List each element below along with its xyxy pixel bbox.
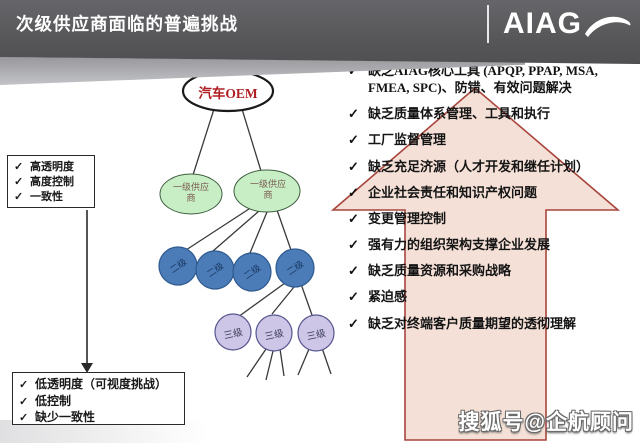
box-item-label: 高透明度 xyxy=(30,161,74,173)
box-row: ✓ 低控制 xyxy=(19,394,180,411)
connector-lines xyxy=(185,108,332,381)
challenge-item: ✓ 强有力的组织架构支撑企业发展 xyxy=(348,236,640,253)
box-row: ✓ 一致性 xyxy=(14,190,90,205)
challenge-text: 变更管理控制 xyxy=(368,210,447,226)
challenges-list: ✓ 缺乏AIAG核心工具 (APQP, PPAP, MSA, FMEA, SPC… xyxy=(348,62,640,341)
challenge-item: ✓ 变更管理控制 xyxy=(348,210,640,227)
node-tier3-circle-1 xyxy=(214,313,252,351)
low-visibility-box: ✓ 低透明度（可视度挑战） ✓ 低控制 ✓ 缺少一致性 xyxy=(12,372,185,425)
check-icon: ✓ xyxy=(348,184,359,200)
challenge-text: 缺乏质量体系管理、工具和执行 xyxy=(368,106,551,122)
check-icon: ✓ xyxy=(348,289,359,305)
box-row: ✓ 低透明度（可视度挑战） xyxy=(19,377,180,394)
node-tier1-left-label: 一级供应商 xyxy=(172,182,209,204)
challenge-text: 工厂监督管理 xyxy=(368,132,447,148)
challenge-text: 缺乏充足济源（人才开发和继任计划） xyxy=(368,158,590,174)
challenge-item: ✓ 紧迫感 xyxy=(348,288,640,305)
aiag-logo-text: AIAG xyxy=(503,7,582,40)
check-icon: ✓ xyxy=(348,132,359,148)
challenge-item: ✓ 缺乏充足济源（人才开发和继任计划） xyxy=(348,158,640,175)
aiag-logo: AIAG xyxy=(503,6,632,42)
check-icon: ✓ xyxy=(348,315,359,331)
challenge-item: ✓ 缺乏质量资源和采购战略 xyxy=(348,262,640,279)
box-item-label: 低控制 xyxy=(35,393,72,408)
aiag-swoosh-icon xyxy=(585,16,631,37)
challenge-text: 紧迫感 xyxy=(368,289,408,305)
up-arrow-shape xyxy=(330,86,621,441)
challenge-item: ✓ 工厂监督管理 xyxy=(348,131,640,148)
corner-shade xyxy=(0,420,230,443)
check-icon: ✓ xyxy=(14,161,24,173)
challenge-item: ✓ 企业社会责任和知识产权问题 xyxy=(348,184,640,201)
logo-divider xyxy=(487,5,489,43)
check-icon: ✓ xyxy=(348,210,359,226)
check-icon: ✓ xyxy=(19,395,29,408)
high-visibility-box: ✓ 高透明度 ✓ 高度控制 ✓ 一致性 xyxy=(7,155,95,208)
node-tier2-circle-3 xyxy=(232,252,272,292)
challenge-text: 缺乏质量资源和采购战略 xyxy=(368,263,512,279)
header-bar xyxy=(0,0,640,64)
challenge-item: ✓ 缺乏质量体系管理、工具和执行 xyxy=(348,105,640,122)
page-title: 次级供应商面临的普遍挑战 xyxy=(16,14,238,34)
check-icon: ✓ xyxy=(14,176,24,188)
watermark: 搜狐号@企航顾问 xyxy=(458,411,634,434)
node-tier2-circle-4 xyxy=(275,248,315,288)
challenge-text: 强有力的组织架构支撑企业发展 xyxy=(368,237,551,253)
check-icon: ✓ xyxy=(19,379,29,391)
check-icon: ✓ xyxy=(19,412,29,424)
box-row: ✓ 缺少一致性 xyxy=(19,410,180,427)
flow-arrowhead-icon xyxy=(81,363,93,373)
box-item-label: 高度控制 xyxy=(30,176,74,188)
node-tier3-circle-2 xyxy=(255,314,293,352)
box-item-label: 缺少一致性 xyxy=(35,410,96,424)
check-icon: ✓ xyxy=(348,237,359,253)
node-tier1-right-ellipse xyxy=(233,169,301,213)
node-tier3-circle-3 xyxy=(297,314,335,352)
check-icon: ✓ xyxy=(348,158,359,174)
challenge-item: ✓ 缺乏对终端客户质量期望的透彻理解 xyxy=(348,315,640,332)
box-row: ✓ 高透明度 xyxy=(14,160,90,175)
challenge-text: 企业社会责任和知识产权问题 xyxy=(368,184,538,200)
box-item-label: 一致性 xyxy=(30,191,63,203)
box-row: ✓ 高度控制 xyxy=(14,175,90,190)
challenge-text: 缺乏对终端客户质量期望的透彻理解 xyxy=(368,315,577,331)
node-tier1-left-ellipse xyxy=(159,173,223,215)
box-item-label: 低透明度（可视度挑战） xyxy=(35,377,168,391)
node-oem-label: 汽车OEM xyxy=(198,86,258,101)
check-icon: ✓ xyxy=(348,263,359,279)
check-icon: ✓ xyxy=(348,106,359,122)
node-tier1-right-label: 一级供应商 xyxy=(249,179,286,201)
check-icon: ✓ xyxy=(14,191,24,203)
